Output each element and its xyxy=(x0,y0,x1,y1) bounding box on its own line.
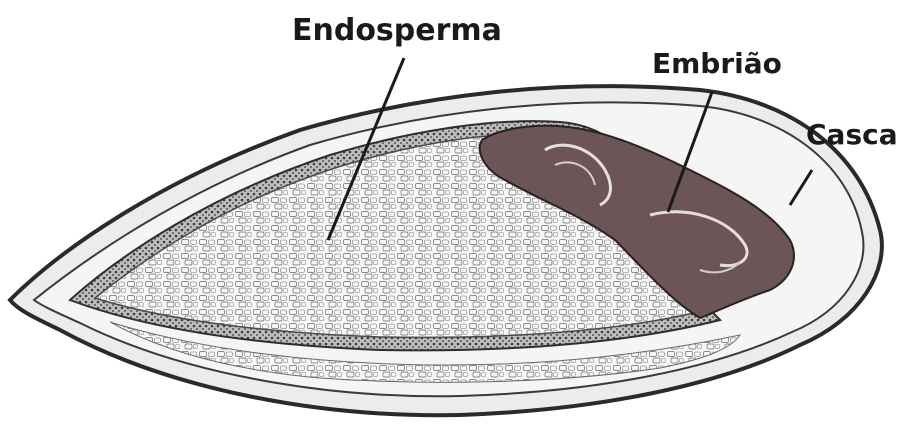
label-casca: Casca xyxy=(806,121,898,149)
label-embriao: Embrião xyxy=(652,50,782,78)
label-endosperma: Endosperma xyxy=(292,16,502,46)
